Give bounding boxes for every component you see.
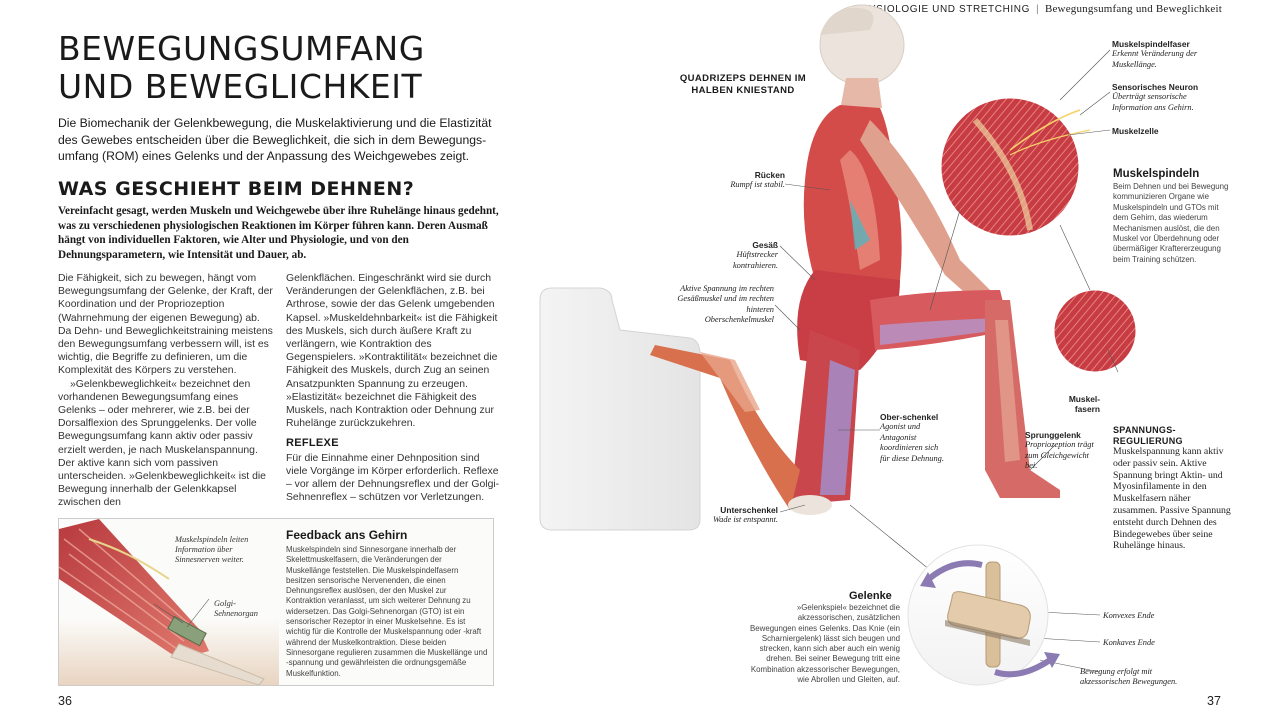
running-header: PHYSIOLOGIE UND STRETCHING | Bewegungsum… [854,3,1222,15]
label-sprunggelenk-text: Propriozeption trägt zum Gleichgewicht b… [1025,440,1094,471]
label-sprunggelenk-title: Sprunggelenk [1025,430,1081,440]
muscle-tendon-illustration [59,519,279,685]
label-aktive-spannung-text: Aktive Spannung im rechten Gesäßmuskel u… [677,284,774,325]
muscle-fibers-detail [1051,287,1139,375]
running-header-separator: | [1036,3,1039,15]
page-title: BEWEGUNGSUMFANG UND BEWEGLICHKEIT [58,30,478,106]
quad-stretch-title: QUADRIZEPS DEHNEN IM HALBEN KNIESTAND [679,73,807,96]
feedback-box: Muskelspindeln leiten Information über S… [58,518,494,686]
lead-paragraph: Vereinfacht gesagt, werden Muskeln und W… [58,205,499,262]
label-ruecken-text: Rumpf ist stabil. [730,180,785,190]
label-muskelspindelfaser: Muskelspindelfaser Erkennt Veränderung d… [1112,39,1222,70]
label-golgi: Golgi-Sehnenorgan [214,599,258,618]
label-muskelspindelfaser-title: Muskelspindelfaser [1112,39,1190,49]
body-paragraph: Für die Einnahme einer Dehnposition sind… [286,452,500,504]
label-muskelzelle-title: Muskelzelle [1112,126,1159,136]
label-sprunggelenk: Sprunggelenk Propriozeption trägt zum Gl… [1025,430,1103,472]
body-paragraph: Die Fähigkeit, sich zu bewegen, hängt vo… [58,273,273,377]
label-konvex: Konvexes Ende [1103,611,1223,621]
anatomical-figure [650,4,1060,515]
label-bewegung-text: Bewegung erfolgt mit akzessorischen Bewe… [1080,667,1178,687]
label-gesaess-text: Hüftstrecker kontrahieren. [732,250,778,270]
spannungsregulierung-title-line2: REGULIERUNG [1113,435,1183,446]
body-paragraph: Gelenkflächen. Eingeschränkt wird sie du… [286,273,498,430]
label-muskelfasern-title: Muskel-fasern [1068,394,1100,415]
feedback-title: Feedback ans Gehirn [286,528,408,542]
label-oberschenkel-text: Agonist und Antagonist koordinieren sich… [880,422,944,463]
label-konkav: Konkaves Ende [1103,638,1223,648]
label-unterschenkel: Unterschenkel Wade ist entspannt. [690,505,778,526]
feedback-text: Muskelspindeln sind Sinnesorgane innerha… [286,545,488,678]
gelenke-title: Gelenke [849,590,892,602]
page-title-line1: BEWEGUNGSUMFANG [58,29,425,68]
gelenke-text: »Gelenkspiel« bezeichnet die akzessorisc… [750,603,901,685]
running-header-section: PHYSIOLOGIE UND STRETCHING [853,4,1030,15]
spannungsregulierung-title-line1: SPANNUNGS- [1113,425,1176,435]
label-konkav-text: Konkaves Ende [1103,638,1155,647]
intro-paragraph: Die Biomechanik der Gelenkbewegung, die … [58,116,492,163]
label-muskelfasern: Muskel-fasern [1060,394,1100,415]
page-number-left: 36 [58,694,72,708]
label-gesaess: Gesäß Hüftstrecker kontrahieren. [700,240,778,271]
label-oberschenkel: Ober-schenkel Agonist und Antagonist koo… [880,412,950,464]
spannungsregulierung-title: SPANNUNGS- REGULIERUNG [1113,425,1183,446]
page-number-right: 37 [1207,694,1221,708]
label-gesaess-title: Gesäß [752,240,778,250]
spannungsregulierung-text: Muskelspannung kann aktiv oder passiv se… [1113,446,1231,552]
label-ruecken-title: Rücken [754,170,785,180]
label-unterschenkel-title: Unterschenkel [720,505,778,515]
muskelspindeln-title: Muskelspindeln [1113,168,1200,180]
joint-detail [907,544,1060,686]
body-column-1: Die Fähigkeit, sich zu bewegen, hängt vo… [58,272,273,510]
label-unterschenkel-text: Wade ist entspannt. [712,515,778,525]
label-sensorisches-neuron-text: Überträgt sensorische Information ans Ge… [1112,92,1194,112]
label-muskelspindeln: Muskelspindeln leiten Information über S… [175,535,249,564]
running-header-subsection: Bewegungsumfang und Beweglichkeit [1044,3,1222,15]
leader-lines [774,49,1119,673]
muscle-spindle-detail [938,95,1091,239]
label-bewegung: Bewegung erfolgt mit akzessorischen Bewe… [1080,667,1200,688]
label-sensorisches-neuron-title: Sensorisches Neuron [1112,82,1199,92]
label-aktive-spannung: Aktive Spannung im rechten Gesäßmuskel u… [676,284,774,326]
body-column-2: Gelenkflächen. Eingeschränkt wird sie du… [286,272,501,504]
label-oberschenkel-title: Ober-schenkel [880,412,939,422]
label-sensorisches-neuron: Sensorisches Neuron Überträgt sensorisch… [1112,82,1222,113]
page-title-line2: UND BEWEGLICHKEIT [58,67,423,106]
label-muskelzelle: Muskelzelle [1112,126,1222,136]
label-konvex-text: Konvexes Ende [1103,611,1155,620]
reflexe-heading: REFLEXE [286,437,339,450]
label-ruecken: Rücken Rumpf ist stabil. [700,170,785,191]
body-paragraph: »Gelenkbeweglichkeit« bezeichnet den vor… [58,378,266,509]
muskelspindeln-text: Beim Dehnen und bei Bewegung kommunizier… [1113,182,1229,264]
section-title: WAS GESCHIEHT BEIM DEHNEN? [58,178,415,200]
label-muskelspindelfaser-text: Erkennt Veränderung der Muskellänge. [1112,49,1198,69]
